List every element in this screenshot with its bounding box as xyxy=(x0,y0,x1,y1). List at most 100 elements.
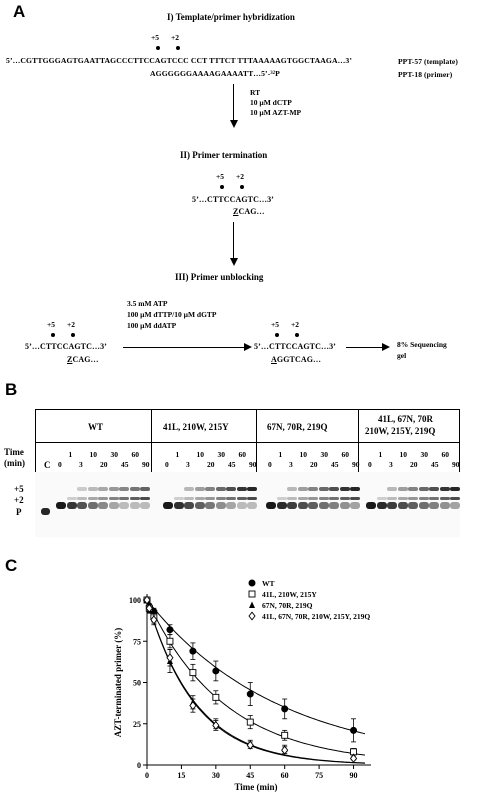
gel-band xyxy=(247,487,257,491)
lane-time-label: 30 xyxy=(217,450,226,459)
termination-top-strand: 5’…CTTCCAGTC…3’ xyxy=(192,195,274,204)
gel-band xyxy=(87,487,98,491)
gel-band xyxy=(184,487,194,491)
gel-band xyxy=(140,487,150,491)
gel-column-divider xyxy=(151,409,152,472)
time-label: Time xyxy=(4,447,24,457)
gel-band xyxy=(129,502,140,509)
position-dot xyxy=(176,46,180,50)
band-label-plus5: +5 xyxy=(14,484,24,494)
x-axis-label: Time (min) xyxy=(234,782,277,792)
control-lane-label: C xyxy=(44,460,51,470)
position-plus5: +5 xyxy=(216,172,225,181)
legend-label: WT xyxy=(262,579,275,588)
azt-nucleotide: Z xyxy=(233,207,239,216)
lane-time-label: 10 xyxy=(89,450,98,459)
lane-time-label: 3 xyxy=(79,460,83,469)
y-tick-label: 25 xyxy=(133,720,141,729)
y-tick-label: 100 xyxy=(129,596,141,605)
gel-band xyxy=(429,502,439,509)
fit-curve xyxy=(146,599,366,764)
lane-time-label: 20 xyxy=(310,460,318,469)
legend-label: 41L, 210W, 215Y xyxy=(262,590,317,599)
lane-time-label: 20 xyxy=(100,460,108,469)
gel-band xyxy=(163,502,173,509)
data-point xyxy=(145,603,153,613)
x-tick-label: 75 xyxy=(315,771,323,780)
lane-time-label: 20 xyxy=(410,460,418,469)
gel-column-divider xyxy=(358,409,359,472)
gel-band xyxy=(184,502,194,509)
lane-time-label: 10 xyxy=(299,450,308,459)
gel-band xyxy=(66,502,77,509)
gel-group-label: 41L, 210W, 215Y xyxy=(163,422,229,432)
legend-label: 41L, 67N, 70R, 210W, 215Y, 219Q xyxy=(262,612,370,621)
gel-band xyxy=(87,497,98,500)
data-point xyxy=(349,753,358,763)
data-point xyxy=(281,731,289,739)
gel-band xyxy=(450,502,460,509)
gel-band xyxy=(205,487,215,491)
data-point xyxy=(212,720,220,730)
lane-time-label: 0 xyxy=(368,460,372,469)
gel-band xyxy=(439,497,450,500)
data-point xyxy=(248,590,256,598)
gel-band xyxy=(226,487,236,491)
gel-band xyxy=(184,497,194,500)
gel-band xyxy=(108,497,119,500)
template-name: PPT-57 (template) xyxy=(398,57,458,66)
panel-c-label: C xyxy=(5,556,18,575)
gel-band xyxy=(339,487,350,491)
x-tick-label: 45 xyxy=(246,771,254,780)
lane-time-label: 20 xyxy=(207,460,215,469)
lane-time-label: 90 xyxy=(352,460,360,469)
gel-band xyxy=(108,502,119,509)
step3-title: III) Primer unblocking xyxy=(175,272,264,282)
gel-band xyxy=(226,497,236,500)
gel-band xyxy=(318,487,329,491)
arrow-head xyxy=(244,343,252,351)
gel-band xyxy=(226,502,236,509)
gel-band xyxy=(173,502,184,509)
primer-sequence: AGGGGGGAAAAGAAAATT…5’-³²P xyxy=(150,69,280,78)
gel-band xyxy=(108,487,119,491)
data-point xyxy=(248,611,256,621)
data-point xyxy=(246,718,254,726)
template-sequence: 5’…CGTTGGGAGTGAATTAGCCCTTCCAGTCCC CCT TT… xyxy=(6,56,352,65)
gel-band xyxy=(98,487,108,491)
gel-band xyxy=(56,502,66,509)
position-plus5: +5 xyxy=(47,320,56,329)
lane-time-label: 60 xyxy=(238,450,247,459)
arrow-head xyxy=(230,120,238,128)
conditions-line: 10 µM dCTP xyxy=(250,98,292,107)
excised-nucleotide: A xyxy=(271,355,277,364)
lane-time-label: 3 xyxy=(186,460,190,469)
position-dot xyxy=(71,333,75,337)
gel-band xyxy=(339,502,350,509)
gel-band xyxy=(129,497,140,500)
gel-band xyxy=(297,487,308,491)
gel-band xyxy=(98,502,108,509)
arrow-head xyxy=(382,343,390,351)
gel-band xyxy=(350,487,360,491)
gel-band xyxy=(215,487,226,491)
gel-band xyxy=(66,497,77,500)
gel-band xyxy=(276,497,287,500)
arrow-right xyxy=(346,347,384,348)
gel-band xyxy=(418,502,429,509)
lane-time-label: 30 xyxy=(110,450,119,459)
lane-time-label: 60 xyxy=(131,450,140,459)
position-plus5: +5 xyxy=(271,320,280,329)
arrow-head xyxy=(230,258,238,266)
lane-time-label: 1 xyxy=(378,450,383,459)
lane-time-label: 0 xyxy=(58,460,62,469)
gel-band xyxy=(119,502,129,509)
lane-time-label: 1 xyxy=(68,450,73,459)
step1-title: I) Template/primer hybridization xyxy=(167,12,295,22)
legend-label: 67N, 70R, 219Q xyxy=(262,601,313,610)
gel-band xyxy=(77,502,87,509)
gel-band xyxy=(339,497,350,500)
lane-time-label: 30 xyxy=(420,450,429,459)
arrow-right xyxy=(123,347,246,348)
